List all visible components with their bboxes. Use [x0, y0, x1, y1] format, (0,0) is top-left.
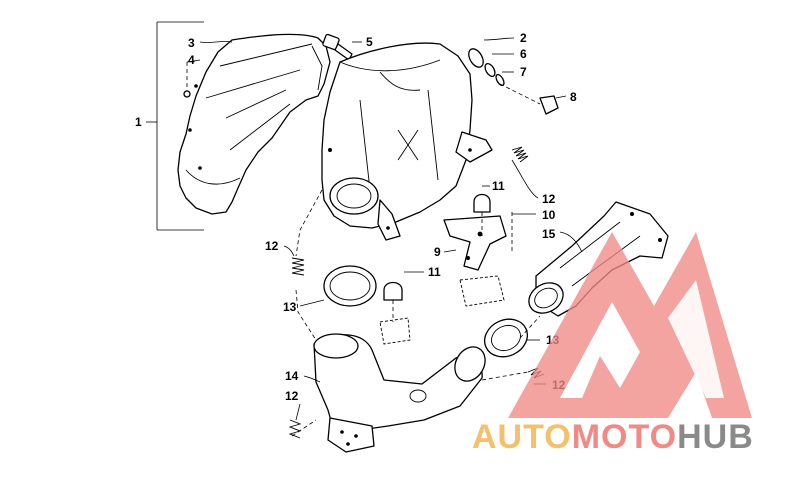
- seal-ring-right: [484, 318, 528, 358]
- callout-6: 6: [520, 47, 527, 61]
- callout-5: 5: [366, 35, 373, 49]
- assembly-line-b: [295, 289, 317, 341]
- callout-10: 10: [542, 208, 556, 222]
- watermark-text: AUTOMOTOHUB: [472, 418, 754, 456]
- rubber-mount-lower: [379, 275, 505, 345]
- watermark-text-hub: HUB: [677, 418, 754, 456]
- heat-shield: [177, 33, 331, 215]
- assembly-line-d: [481, 371, 529, 381]
- spring-lower-left: [288, 419, 302, 439]
- y-pipe: [313, 333, 486, 453]
- fastener-4: [183, 62, 191, 98]
- callout-1: 1: [135, 115, 142, 129]
- callout-11-lower: 11: [428, 265, 441, 279]
- rubber-mount-upper: [473, 193, 491, 236]
- callout-14: 14: [285, 369, 299, 383]
- callout-8: 8: [570, 90, 577, 104]
- watermark-text-moto: MOTO: [572, 418, 677, 456]
- spring-upper-right: [511, 146, 529, 163]
- callout-12-upper-right: 12: [542, 192, 556, 206]
- seal-ring-left: [323, 265, 377, 307]
- watermark-text-auto: AUTO: [472, 418, 572, 456]
- callout-11-upper: 11: [492, 179, 505, 193]
- assembly-line-a: [295, 189, 323, 257]
- silencer: [321, 42, 493, 241]
- bracket-9: [443, 215, 507, 271]
- callout-12-lower-left: 12: [285, 389, 299, 403]
- spring-left: [291, 257, 305, 276]
- assembly-line-e: [519, 315, 541, 339]
- callout-9: 9: [434, 245, 441, 259]
- callout-13-left: 13: [283, 300, 297, 314]
- svg-text:AUTOMOTOHUB: AUTOMOTOHUB: [472, 418, 754, 456]
- callout-4: 4: [188, 53, 195, 67]
- callout-2: 2: [520, 31, 527, 45]
- callout-7: 7: [520, 65, 527, 79]
- callout-3: 3: [188, 36, 195, 50]
- assembly-line-c: [291, 419, 317, 437]
- callout-12-left: 12: [265, 239, 279, 253]
- watermark-logo: [508, 232, 752, 418]
- callout-15: 15: [542, 227, 556, 241]
- grommet-stack: [468, 48, 559, 115]
